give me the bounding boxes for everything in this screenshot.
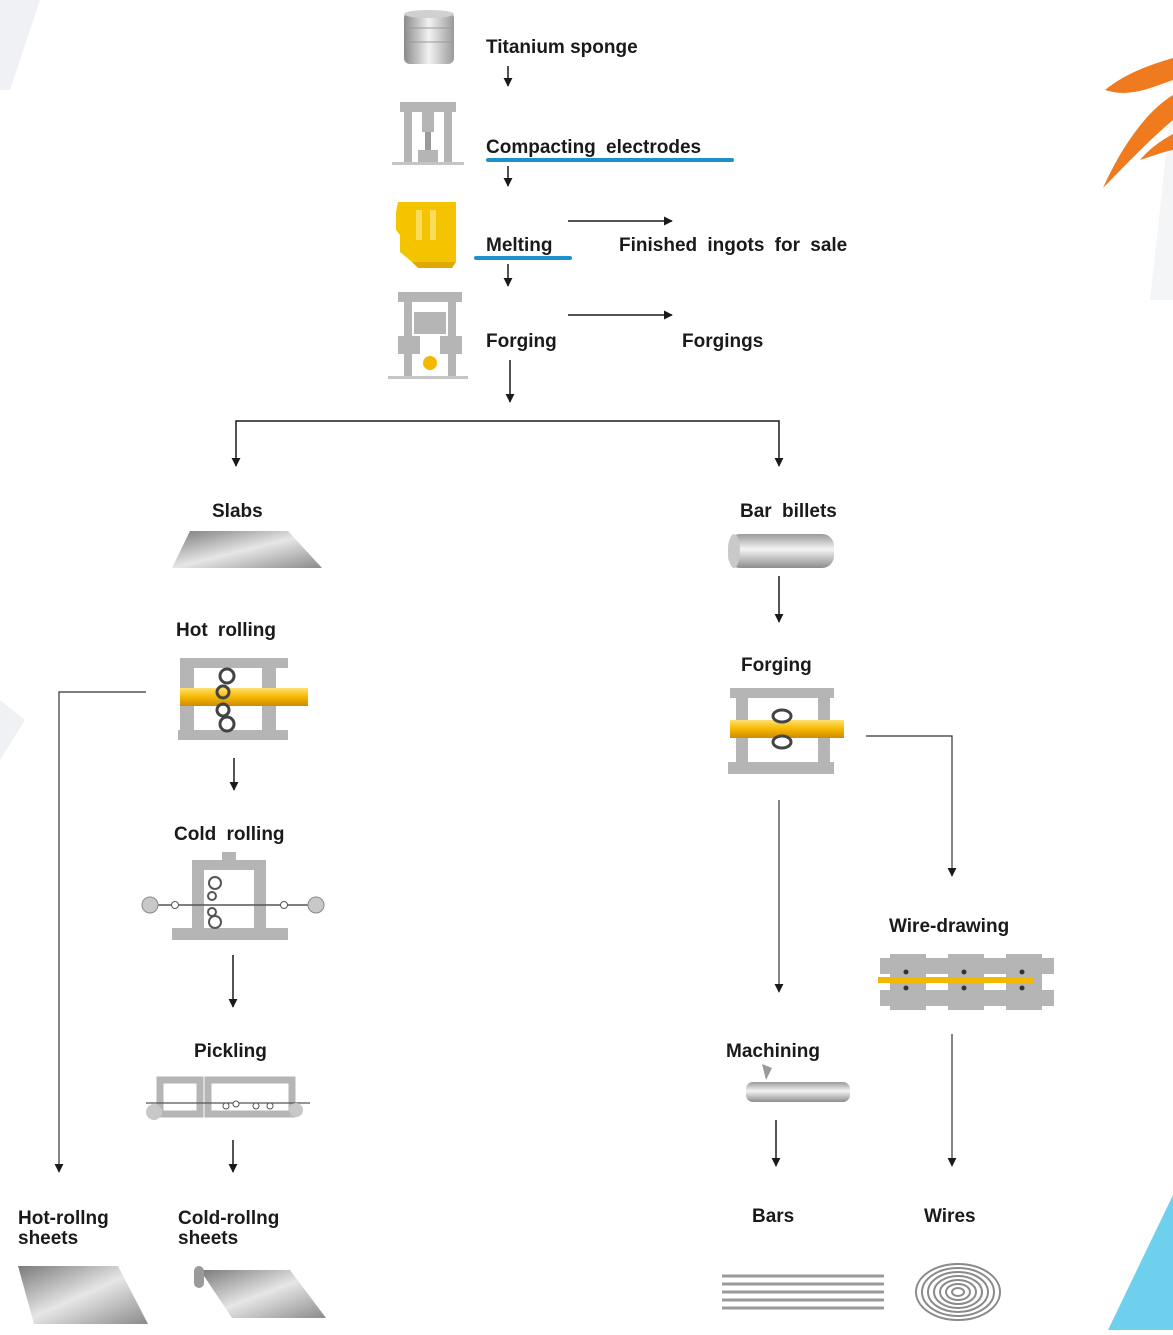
forging-mill-icon: [728, 688, 844, 774]
step-wire-drawing: Wire-drawing: [889, 916, 1009, 937]
output-bars: Bars: [752, 1206, 794, 1227]
slab-icon: [172, 531, 322, 568]
step-machining: Machining: [726, 1041, 820, 1062]
output-forgings: Forgings: [682, 331, 763, 352]
output-cold-rolling-sheets-line2: sheets: [178, 1228, 238, 1249]
step-titanium-sponge: Titanium sponge: [486, 37, 638, 58]
bars-icon: [722, 1274, 884, 1310]
background-shape: [0, 700, 25, 760]
bar-billet-icon: [728, 534, 834, 568]
branch-connector: [231, 420, 784, 467]
corner-accent: [1108, 1195, 1173, 1330]
step-hot-rolling: Hot rolling: [176, 620, 276, 641]
rolled-sheet-icon: [194, 1266, 326, 1318]
output-finished-ingots: Finished ingots for sale: [619, 235, 847, 256]
step-cold-rolling: Cold rolling: [174, 824, 285, 845]
step-compacting-electrodes: Compacting electrodes: [486, 137, 701, 158]
output-hot-rolling-sheets-line2: sheets: [18, 1228, 78, 1249]
melting-furnace-icon: [396, 202, 456, 268]
step-forging: Forging: [486, 331, 557, 352]
forging-press-icon: [388, 292, 468, 379]
step-melting: Melting: [486, 235, 553, 256]
wire-drawing-icon: [878, 954, 1054, 1010]
press-icon: [392, 102, 464, 165]
logo-mark: [1103, 58, 1173, 188]
output-hot-rolling-sheets: Hot-rollng: [18, 1208, 109, 1229]
step-bar-billets: Bar billets: [740, 501, 837, 522]
step-forging-bar: Forging: [741, 655, 812, 676]
flow-arrow: [866, 735, 957, 877]
cold-rolling-mill-icon: [141, 852, 325, 940]
background-shape: [0, 0, 40, 90]
machining-icon: [746, 1064, 850, 1102]
output-cold-rolling-sheets: Cold-rollng: [178, 1208, 279, 1229]
titanium-sponge-icon: [404, 10, 454, 64]
output-wires: Wires: [924, 1206, 976, 1227]
step-slabs: Slabs: [212, 501, 263, 522]
wire-coil-icon: [915, 1263, 1001, 1321]
flow-arrow: [54, 691, 146, 1173]
step-pickling: Pickling: [194, 1041, 267, 1062]
sheet-icon: [18, 1266, 148, 1324]
hot-rolling-mill-icon: [178, 658, 308, 740]
pickling-line-icon: [146, 1076, 310, 1120]
